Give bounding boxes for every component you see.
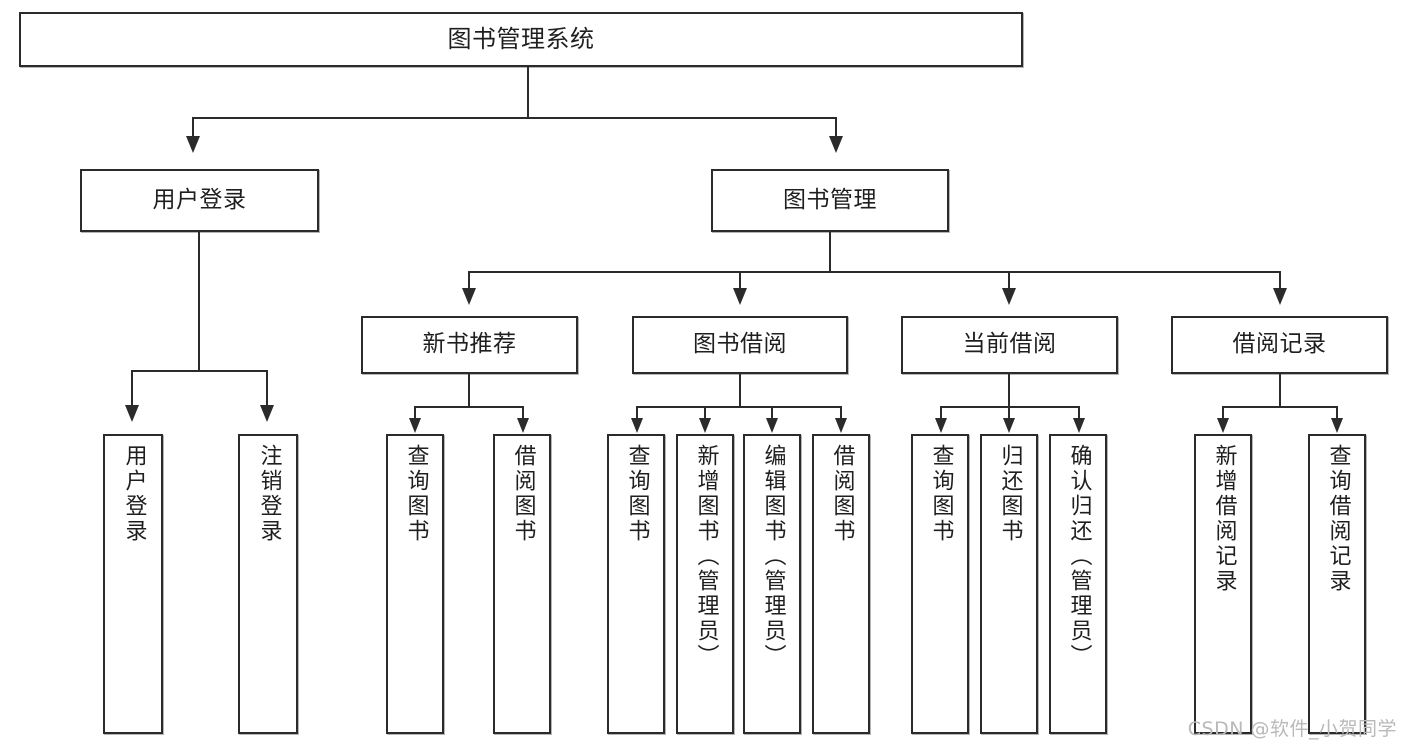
leaf-add-borrow-record[interactable]: 新增借阅记录 [1194,434,1252,734]
connector-br-drop-1 [1222,406,1224,420]
node-label: 用户登录 [152,186,247,213]
arrowhead-bb-leaf-1 [631,418,643,433]
connector-user-login-stem [198,232,200,371]
node-label: 查询图书 [624,444,650,544]
leaf-confirm-return-admin[interactable]: 确认归还（管理员） [1049,434,1107,734]
connector-nbr-stem [468,374,470,407]
connector-nbr-drop-1 [414,406,416,420]
arrowhead-bb-leaf-3 [766,418,778,433]
connector-user-login-bus [131,370,268,372]
arrowhead-borrow-record [1273,288,1287,305]
node-book-borrow[interactable]: 图书借阅 [632,316,848,374]
arrowhead-cb-leaf-3 [1073,418,1085,433]
connector-root-to-user-login [192,117,194,139]
arrowhead-bb-leaf-2 [699,418,711,433]
arrowhead-cb-leaf-2 [1003,418,1015,433]
connector-user-login-drop-2 [266,370,268,408]
node-new-book-recommend[interactable]: 新书推荐 [361,316,578,374]
leaf-borrow-book-nbr[interactable]: 借阅图书 [493,434,551,734]
connector-nbr-drop-2 [522,406,524,420]
leaf-query-borrow-record[interactable]: 查询借阅记录 [1308,434,1366,734]
leaf-query-book-cb[interactable]: 查询图书 [911,434,969,734]
node-user-login[interactable]: 用户登录 [80,169,319,232]
leaf-borrow-book-bb[interactable]: 借阅图书 [812,434,870,734]
arrowhead-book-management [829,136,843,153]
node-label: 编辑图书（管理员） [760,444,786,669]
arrowhead-br-leaf-1 [1217,418,1229,433]
connector-bm-drop-4 [1279,271,1281,291]
arrowhead-nbr-leaf-1 [409,418,421,433]
arrowhead-nbr-leaf-2 [517,418,529,433]
arrowhead-bb-leaf-4 [835,418,847,433]
node-current-borrow[interactable]: 当前借阅 [901,316,1118,374]
arrowhead-leaf-user-login [125,405,139,422]
node-label: 借阅记录 [1232,331,1327,358]
node-label: 查询图书 [403,444,429,544]
node-label: 图书借阅 [693,331,787,358]
connector-br-stem [1279,374,1281,407]
leaf-logout[interactable]: 注销登录 [238,434,298,734]
node-book-management[interactable]: 图书管理 [711,169,949,232]
node-label: 新增图书（管理员） [693,444,719,669]
node-label: 当前借阅 [962,331,1057,358]
connector-br-drop-2 [1336,406,1338,420]
node-label: 新书推荐 [422,331,517,358]
connector-root-bus [192,117,837,119]
arrowhead-new-book-recommend [462,288,476,305]
connector-bb-drop-3 [771,406,773,420]
connector-cb-drop-3 [1078,406,1080,420]
node-borrow-record[interactable]: 借阅记录 [1171,316,1388,374]
leaf-return-book[interactable]: 归还图书 [980,434,1038,734]
node-label: 确认归还（管理员） [1066,444,1092,669]
connector-bb-bus [636,406,842,408]
connector-cb-stem [1008,374,1010,407]
connector-bm-drop-2 [739,271,741,291]
node-label: 用户登录 [121,444,147,544]
connector-bb-drop-2 [704,406,706,420]
node-label: 图书管理 [783,186,877,213]
node-label: 新增借阅记录 [1211,444,1237,594]
arrowhead-user-login [186,136,200,153]
node-label: 图书管理系统 [447,25,595,54]
arrowhead-br-leaf-2 [1331,418,1343,433]
connector-bb-drop-1 [636,406,638,420]
connector-bm-drop-1 [468,271,470,291]
connector-user-login-drop-1 [131,370,133,408]
node-label: 查询借阅记录 [1325,444,1351,594]
node-label: 查询图书 [928,444,954,544]
connector-nbr-bus [414,406,524,408]
arrowhead-current-borrow [1002,288,1016,305]
leaf-user-login[interactable]: 用户登录 [103,434,163,734]
connector-root-stem [527,67,529,118]
leaf-query-book-nbr[interactable]: 查询图书 [386,434,444,734]
connector-book-management-stem [829,232,831,272]
connector-book-management-bus [468,271,1281,273]
connector-root-to-book-management [835,117,837,139]
leaf-query-book-bb[interactable]: 查询图书 [607,434,665,734]
connector-br-bus [1222,406,1338,408]
connector-bb-drop-4 [840,406,842,420]
leaf-add-book-admin[interactable]: 新增图书（管理员） [676,434,734,734]
node-book-management-system[interactable]: 图书管理系统 [19,12,1023,67]
watermark-text: CSDN @软件_小贺同学 [1187,718,1397,740]
arrowhead-leaf-logout [260,405,274,422]
node-label: 注销登录 [256,444,282,544]
arrowhead-book-borrow [733,288,747,305]
connector-bb-stem [739,374,741,407]
node-label: 归还图书 [997,444,1023,544]
node-label: 借阅图书 [829,444,855,544]
arrowhead-cb-leaf-1 [935,418,947,433]
node-label: 借阅图书 [510,444,536,544]
connector-cb-bus [940,406,1080,408]
connector-cb-drop-1 [940,406,942,420]
leaf-edit-book-admin[interactable]: 编辑图书（管理员） [743,434,801,734]
connector-cb-drop-2 [1008,406,1010,420]
connector-bm-drop-3 [1008,271,1010,291]
